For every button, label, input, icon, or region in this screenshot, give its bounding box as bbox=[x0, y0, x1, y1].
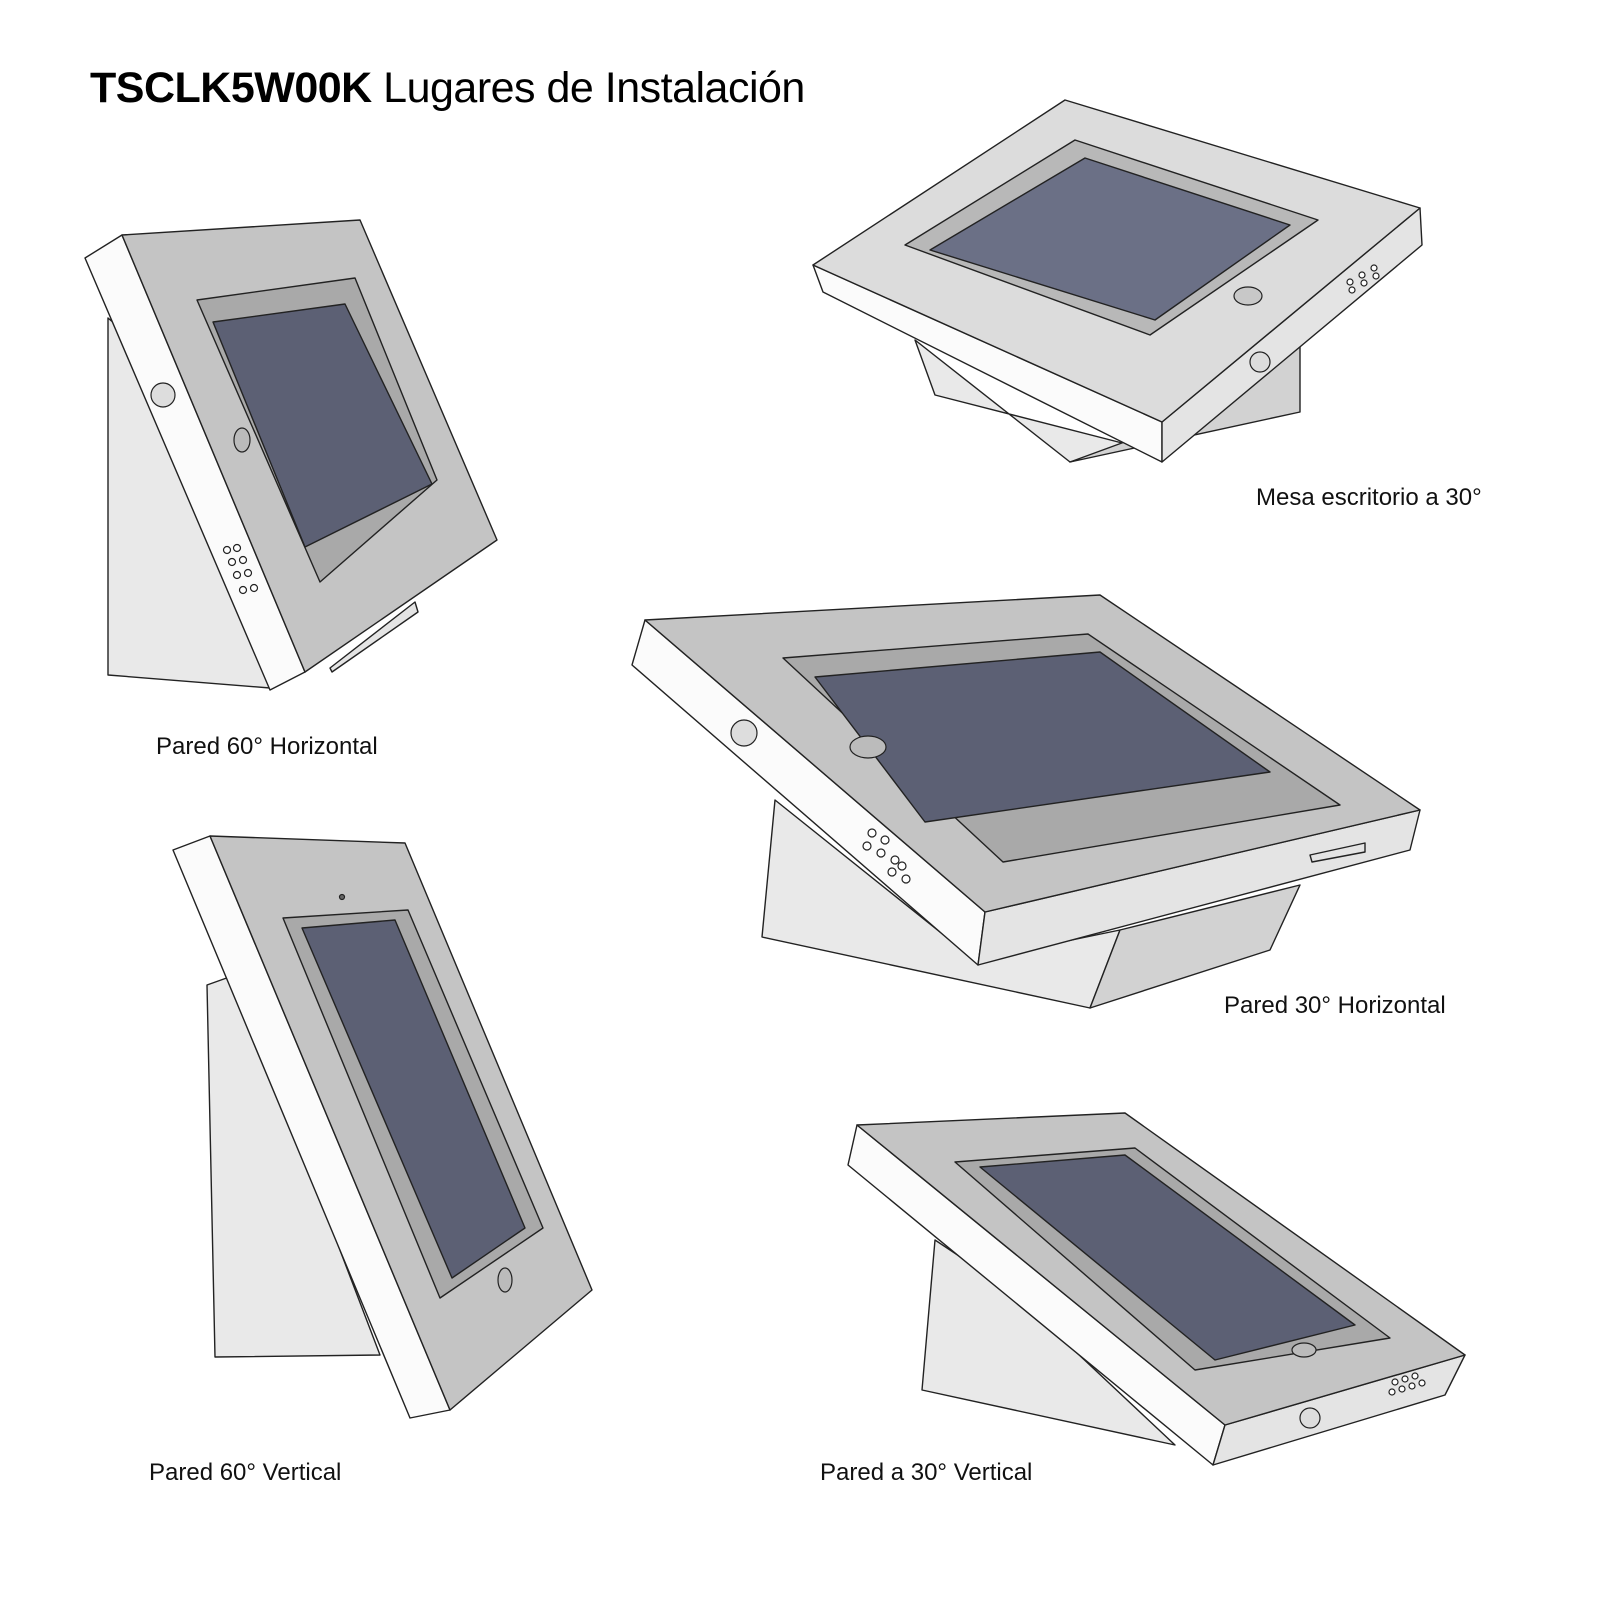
lock-icon bbox=[1249, 351, 1271, 373]
home-button-icon bbox=[1233, 286, 1263, 306]
speaker-holes-icon bbox=[222, 543, 259, 595]
page-title: TSCLK5W00K Lugares de Instalación bbox=[90, 64, 805, 113]
home-button-icon bbox=[849, 735, 887, 759]
title-text: Lugares de Instalación bbox=[383, 64, 805, 112]
model-code: TSCLK5W00K bbox=[90, 64, 372, 112]
lock-icon bbox=[1299, 1407, 1321, 1429]
label-pared-30-vertical: Pared a 30° Vertical bbox=[820, 1459, 1033, 1486]
home-button-icon bbox=[233, 427, 251, 453]
device-mesa-escritorio-30 bbox=[812, 99, 1423, 463]
device-pared-30-vertical bbox=[847, 1112, 1466, 1466]
speaker-holes-icon bbox=[862, 828, 911, 884]
port-slot bbox=[1309, 842, 1366, 863]
label-mesa-escritorio-30: Mesa escritorio a 30° bbox=[1256, 484, 1482, 511]
lock-icon bbox=[730, 719, 758, 747]
speaker-holes-icon bbox=[1346, 264, 1380, 294]
speaker-holes-icon bbox=[1388, 1372, 1426, 1396]
label-pared-60-horizontal: Pared 60° Horizontal bbox=[156, 733, 378, 760]
device-pared-60-vertical bbox=[172, 835, 593, 1419]
home-button-icon bbox=[497, 1267, 513, 1293]
label-pared-30-horizontal: Pared 30° Horizontal bbox=[1224, 992, 1446, 1019]
lock-icon bbox=[150, 382, 176, 408]
device-pared-60-horizontal bbox=[84, 219, 498, 691]
device-pared-30-horizontal bbox=[631, 594, 1421, 1009]
home-button-icon bbox=[1291, 1342, 1317, 1358]
label-pared-60-vertical: Pared 60° Vertical bbox=[149, 1459, 342, 1486]
camera-hole-icon bbox=[338, 893, 346, 901]
